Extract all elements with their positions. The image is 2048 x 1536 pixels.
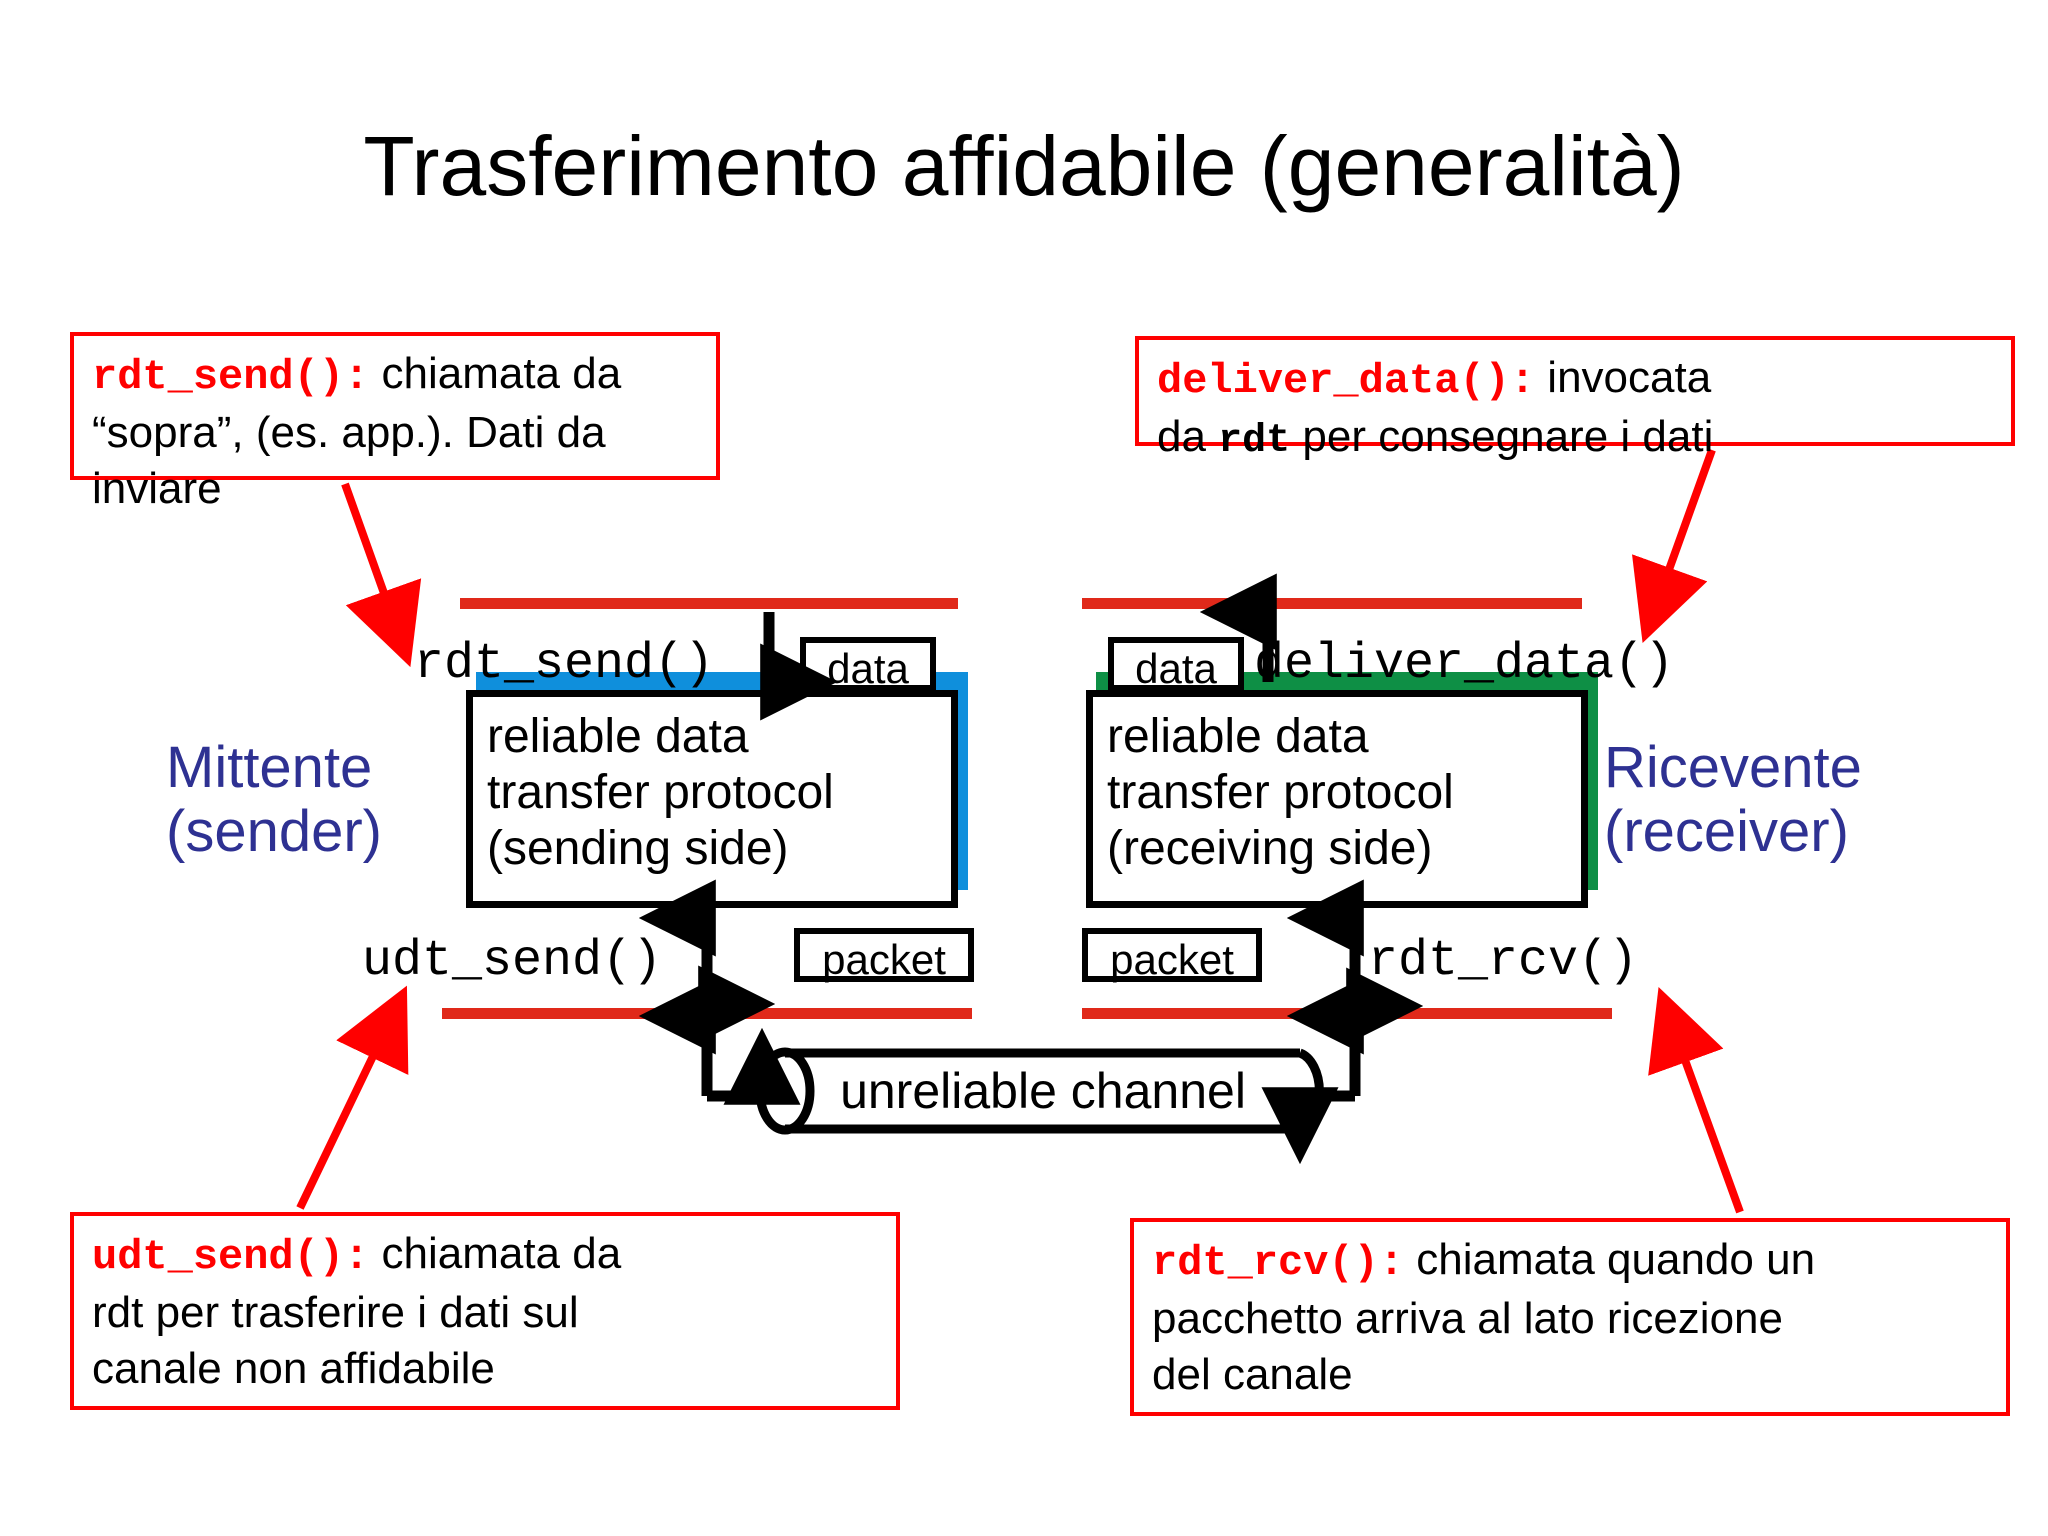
- unreliable-channel: unreliable channel: [758, 1053, 1328, 1129]
- callout-rdt-send: rdt_send(): chiamata da “sopra”, (es. ap…: [70, 332, 720, 513]
- callout-deliver-data-line2: da rdt per consegnare i dati: [1157, 409, 1993, 470]
- callout-udt-send-line1: udt_send(): chiamata da: [92, 1226, 878, 1285]
- callout-rdt-rcv-line3: del canale: [1152, 1350, 1353, 1399]
- code-rdt-send: rdt_send(): [92, 353, 345, 401]
- callout-deliver-data-line1: deliver_data(): invocata: [1157, 350, 1993, 409]
- sender-protocol-line2: transfer protocol: [487, 766, 834, 819]
- callout-deliver-data-text2a: da: [1157, 412, 1219, 461]
- layer-line-sender-bottom: [442, 1008, 972, 1019]
- layer-line-receiver-bottom: [1082, 1008, 1612, 1019]
- receiver-role-line2: (receiver): [1604, 799, 1849, 864]
- receiver-protocol-line3: (receiving side): [1107, 822, 1433, 875]
- receiver-protocol-line2: transfer protocol: [1107, 766, 1454, 819]
- sender-role-label: Mittente (sender): [166, 736, 382, 864]
- arrow-udt-send-callout: [296, 985, 409, 1210]
- callout-rdt-send-text1: chiamata da: [369, 349, 622, 398]
- callout-deliver-data-text1: invocata: [1535, 353, 1712, 402]
- receiver-protocol-line1: reliable data: [1107, 710, 1369, 763]
- unreliable-channel-label: unreliable channel: [840, 1063, 1246, 1119]
- code-rdt-rcv: rdt_rcv(): [1152, 1239, 1379, 1287]
- code-colon: :: [344, 353, 370, 401]
- arrow-rdt-rcv-callout: [1648, 986, 1744, 1214]
- sender-protocol-line1: reliable data: [487, 710, 749, 763]
- receiver-role-label: Ricevente (receiver): [1604, 736, 1862, 864]
- sender-role-line1: Mittente: [166, 735, 373, 800]
- callout-deliver-data: deliver_data(): invocata da rdt per cons…: [1135, 336, 2015, 464]
- page-title: Trasferimento affidabile (generalità): [363, 119, 1685, 213]
- label-rdt-rcv: rdt_rcv(): [1368, 933, 1639, 990]
- callout-rdt-rcv: rdt_rcv(): chiamata quando un pacchetto …: [1130, 1218, 2010, 1416]
- sender-protocol-box: reliable data transfer protocol (sending…: [466, 690, 958, 908]
- callout-udt-send-line3: canale non affidabile: [92, 1344, 495, 1393]
- layer-line-sender-top: [460, 598, 958, 609]
- receiver-protocol-box: reliable data transfer protocol (receivi…: [1086, 690, 1588, 908]
- callout-rdt-send-line1: rdt_send(): chiamata da: [92, 346, 698, 405]
- code-colon: :: [344, 1233, 370, 1281]
- callout-rdt-rcv-line1: rdt_rcv(): chiamata quando un: [1152, 1232, 1988, 1291]
- sender-role-line2: (sender): [166, 799, 382, 864]
- arrow-deliver-data-callout: [1632, 448, 1716, 644]
- callout-udt-send-line2: rdt per trasferire i dati sul: [92, 1288, 579, 1337]
- callout-rdt-rcv-text1: chiamata quando un: [1404, 1235, 1816, 1284]
- packet-unit-box-sender: packet: [794, 928, 974, 983]
- sender-protocol-line3: (sending side): [487, 822, 789, 875]
- code-colon: :: [1378, 1239, 1405, 1287]
- packet-unit-box-receiver: packet: [1082, 928, 1262, 983]
- callout-udt-send-text1: chiamata da: [369, 1229, 622, 1278]
- callout-rdt-send-line2: “sopra”, (es. app.). Dati da inviare: [92, 408, 606, 513]
- layer-line-receiver-top: [1082, 598, 1582, 609]
- code-udt-send: udt_send(): [92, 1233, 345, 1281]
- code-colon: :: [1509, 357, 1536, 405]
- receiver-role-line1: Ricevente: [1604, 735, 1862, 800]
- data-unit-box-sender: data: [800, 637, 936, 692]
- label-rdt-send: rdt_send(): [414, 636, 715, 693]
- code-deliver-data: deliver_data(): [1157, 357, 1510, 405]
- label-udt-send: udt_send(): [362, 933, 663, 990]
- callout-udt-send: udt_send(): chiamata da rdt per trasferi…: [70, 1212, 900, 1410]
- callout-deliver-data-text2b: per consegnare i dati: [1290, 412, 1714, 461]
- data-unit-box-receiver: data: [1108, 637, 1244, 692]
- callout-rdt-rcv-line2: pacchetto arriva al lato ricezione: [1152, 1294, 1783, 1343]
- label-deliver-data: deliver_data(): [1254, 636, 1675, 693]
- code-rdt: rdt: [1218, 419, 1291, 464]
